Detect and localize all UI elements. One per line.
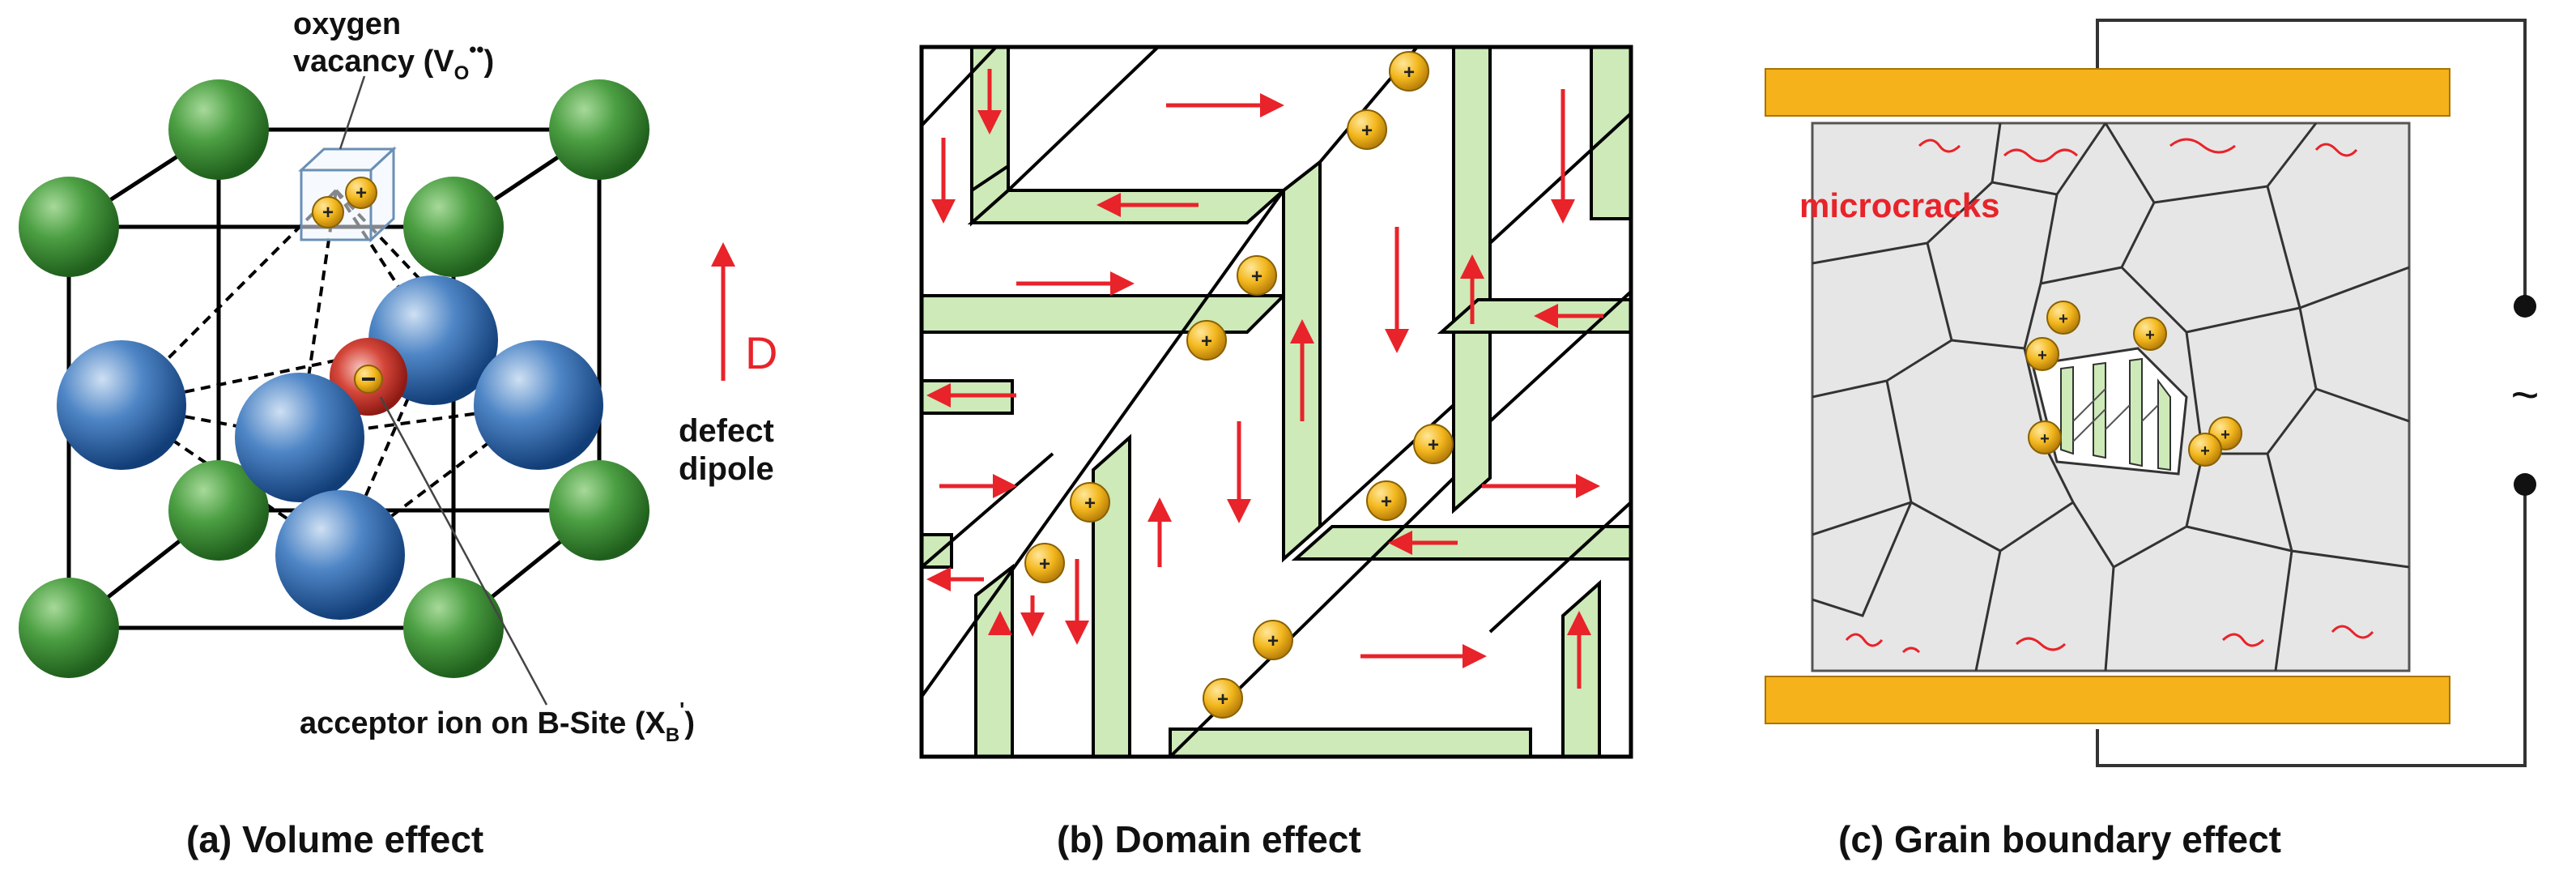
svg-text:+: + (1428, 434, 1439, 456)
svg-text:+: + (322, 202, 334, 224)
svg-text:+: + (2059, 310, 2068, 328)
dipole-label-line2: dipole (679, 451, 774, 487)
acceptor-label: acceptor ion on B-Site (XB') (300, 698, 695, 746)
svg-text:+: + (1381, 491, 1392, 513)
cracked-grain (2031, 347, 2188, 476)
svg-text:+: + (1217, 689, 1228, 710)
vacancy-charges: + + (312, 177, 377, 228)
acceptor-charge (354, 365, 383, 394)
vacancy-label-line1: oxygen (293, 7, 401, 41)
panel-b-domain-effect: + + + + + + + + + + (b) Domain effect (919, 45, 1633, 860)
vacancy-label-line2: vacancy (VO••) (293, 37, 494, 84)
grain-charges: + + + + + + (2025, 301, 2242, 467)
ac-source-symbol: ~ (2510, 368, 2539, 422)
a-site-atom (403, 177, 504, 277)
panel-a-volume-effect: + + oxygen vacancy (VO••) D defect dipol… (19, 7, 777, 860)
dipole-arrow-label: D (745, 327, 777, 378)
circuit-wires (2096, 19, 2527, 767)
panel-b-frame (919, 45, 1633, 759)
charge-carriers: + + + + + + + + + + (1024, 51, 1454, 719)
a-site-atom (19, 578, 119, 678)
svg-text:+: + (1039, 553, 1050, 575)
acceptor-leader-line (379, 396, 548, 706)
svg-text:+: + (2037, 347, 2047, 365)
panel-c-caption: (c) Grain boundary effect (1838, 818, 2281, 860)
panel-c-grain-boundary-effect: ~ (1765, 19, 2540, 860)
svg-text:+: + (2220, 426, 2230, 444)
a-site-atom (549, 79, 649, 180)
polarization-arrows (926, 69, 1603, 689)
terminal-top (2514, 295, 2536, 318)
microcracks (1845, 138, 2374, 654)
svg-text:+: + (2145, 326, 2155, 344)
b-site-atom (57, 340, 186, 470)
vacancy-leader-line (338, 75, 366, 150)
svg-text:+: + (2200, 442, 2210, 460)
a-site-atom (549, 460, 649, 561)
a-site-atom (168, 460, 269, 561)
a-site-atom (168, 79, 269, 180)
svg-text:+: + (1267, 630, 1279, 652)
b-site-atom (474, 340, 603, 470)
svg-text:+: + (1084, 493, 1096, 514)
microcracks-label: microcracks (1799, 186, 2000, 224)
a-site-atom (19, 177, 119, 277)
bottom-electrode (1765, 676, 2450, 724)
top-electrode (1765, 68, 2450, 117)
svg-text:+: + (356, 182, 367, 204)
svg-text:+: + (1201, 331, 1212, 352)
panel-a-caption: (a) Volume effect (186, 818, 483, 860)
svg-text:+: + (1361, 120, 1373, 142)
a-site-atom (403, 578, 504, 678)
b-site-atom (275, 490, 405, 620)
b-site-atom (235, 373, 364, 502)
svg-text:+: + (1251, 266, 1262, 288)
terminal-bottom (2514, 473, 2536, 496)
grain-network (1812, 123, 2409, 671)
svg-text:+: + (1403, 62, 1415, 83)
panel-b-caption: (b) Domain effect (1057, 818, 1361, 860)
svg-text:+: + (2040, 430, 2050, 448)
dipole-label-line1: defect (679, 413, 774, 449)
